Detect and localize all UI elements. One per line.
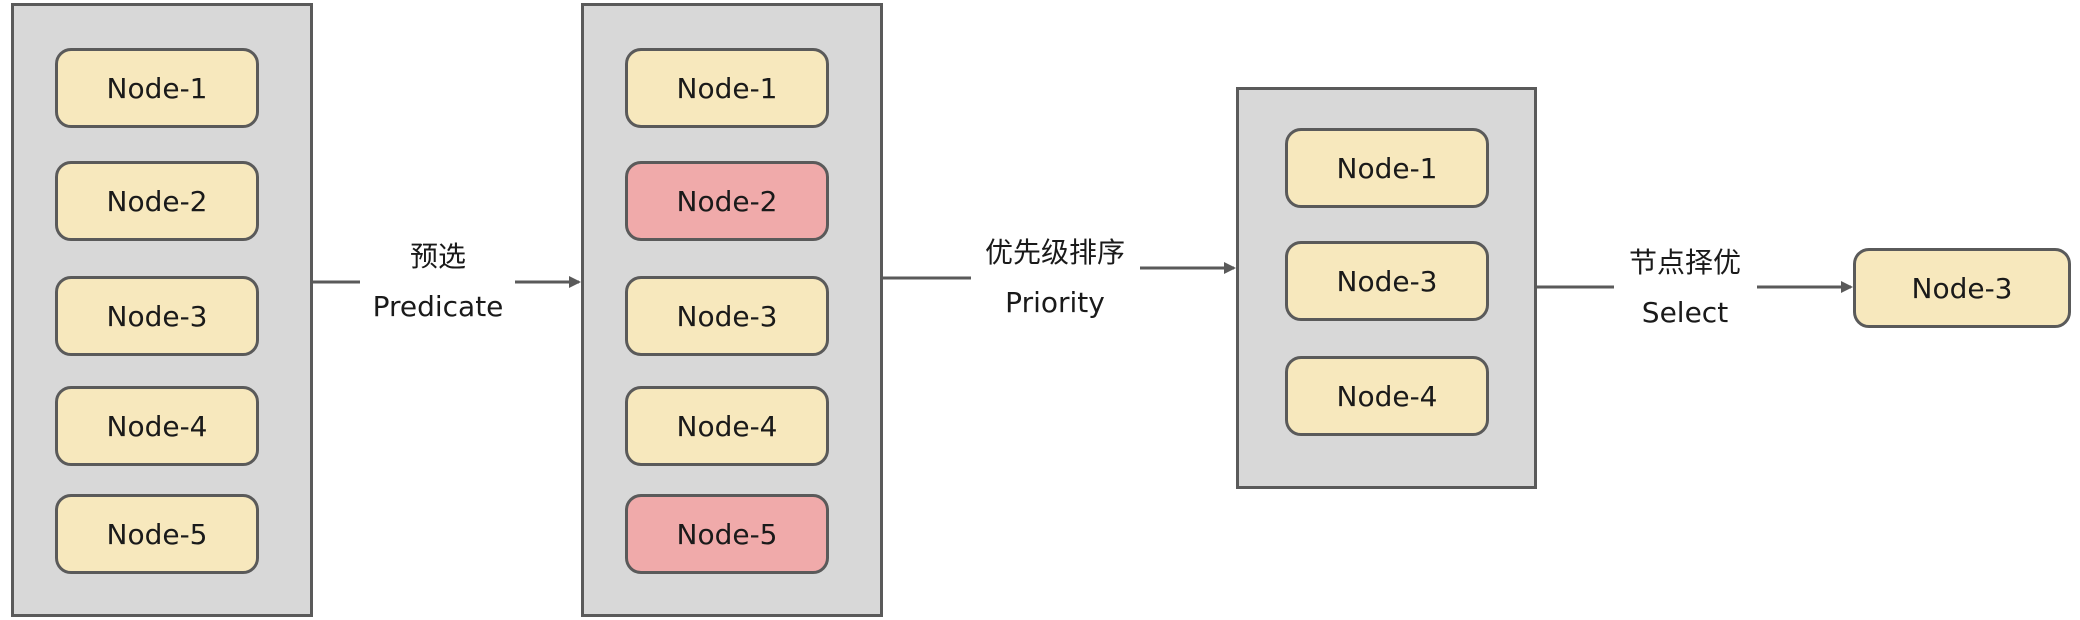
stage-1-node-2[interactable]: Node-2 <box>55 161 259 241</box>
step-1-label: 预选 Predicate <box>368 232 508 332</box>
step-1-label-en: Predicate <box>372 290 504 323</box>
stage-1-group: Node-1 Node-2 Node-3 Node-4 Node-5 <box>11 3 313 617</box>
selected-node[interactable]: Node-3 <box>1853 248 2071 328</box>
stage-1-node-4[interactable]: Node-4 <box>55 386 259 466</box>
stage-2-node-5[interactable]: Node-5 <box>625 494 829 574</box>
stage-3-node-4[interactable]: Node-4 <box>1285 356 1489 436</box>
stage-2-node-1[interactable]: Node-1 <box>625 48 829 128</box>
stage-1-node-1[interactable]: Node-1 <box>55 48 259 128</box>
stage-2-group: Node-1 Node-2 Node-3 Node-4 Node-5 <box>581 3 883 617</box>
step-2-label-zh: 优先级排序 <box>984 236 1125 269</box>
stage-3-group: Node-1 Node-3 Node-4 <box>1236 87 1537 489</box>
stage-1-node-3[interactable]: Node-3 <box>55 276 259 356</box>
step-3-label: 节点择优 Select <box>1620 238 1750 338</box>
step-2-label-en: Priority <box>1005 286 1105 319</box>
step-3-label-en: Select <box>1641 296 1729 329</box>
stage-3-node-1[interactable]: Node-1 <box>1285 128 1489 208</box>
stage-2-node-4[interactable]: Node-4 <box>625 386 829 466</box>
step-2-label: 优先级排序 Priority <box>975 228 1135 328</box>
step-3-label-zh: 节点择优 <box>1628 246 1741 279</box>
stage-2-node-3[interactable]: Node-3 <box>625 276 829 356</box>
stage-2-node-2[interactable]: Node-2 <box>625 161 829 241</box>
step-1-label-zh: 预选 <box>409 240 466 273</box>
stage-3-node-3[interactable]: Node-3 <box>1285 241 1489 321</box>
stage-1-node-5[interactable]: Node-5 <box>55 494 259 574</box>
